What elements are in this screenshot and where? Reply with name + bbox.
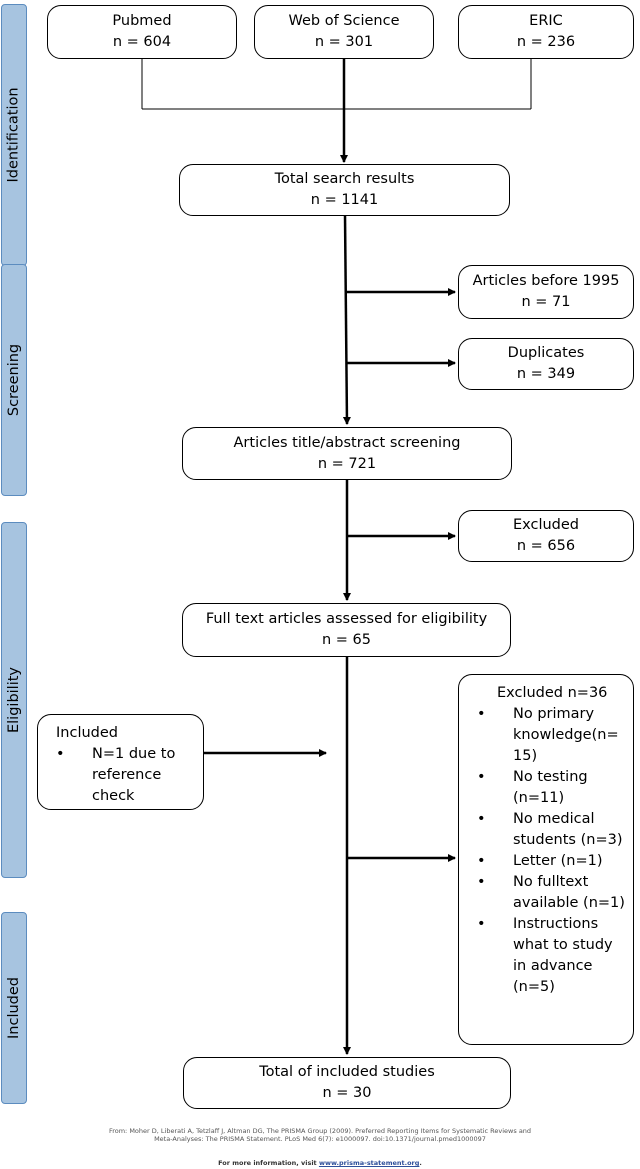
citation-footer: From: Moher D, Liberati A, Tetzlaff J, A…: [0, 1127, 640, 1143]
screening-box: Articles title/abstract screening n = 72…: [182, 427, 512, 480]
total-search-label: Total search results: [274, 171, 415, 187]
phase-included-label: Included: [6, 977, 22, 1039]
excluded-fulltext-box: Excluded n=36 No primary knowledge(n= 15…: [458, 674, 634, 1045]
phase-identification: Identification: [1, 4, 27, 266]
source-count: n = 604: [112, 34, 172, 50]
more-info-prefix: For more information, visit: [218, 1159, 317, 1167]
list-item: Letter (n=1): [477, 851, 625, 872]
duplicates-label: Duplicates: [507, 345, 585, 361]
phase-eligibility: Eligibility: [1, 522, 27, 878]
before-1995-count: n = 71: [521, 294, 571, 310]
source-eric-box: ERIC n = 236: [458, 5, 634, 59]
list-item: Instructions what to study in advance (n…: [477, 914, 625, 998]
excluded-screening-box: Excluded n = 656: [458, 510, 634, 562]
citation-text: From: Moher D, Liberati A, Tetzlaff J, A…: [108, 1127, 532, 1143]
fulltext-label: Full text articles assessed for eligibil…: [205, 611, 488, 627]
source-count: n = 301: [314, 34, 374, 50]
phase-screening: Screening: [1, 264, 27, 496]
screening-label: Articles title/abstract screening: [233, 434, 461, 451]
phase-screening-label: Screening: [6, 343, 22, 417]
excluded-fulltext-title: Excluded n=36: [497, 685, 608, 701]
excluded-screening-count: n = 656: [516, 538, 576, 554]
more-info-suffix: .: [419, 1159, 422, 1167]
source-pubmed-box: Pubmed n = 604: [47, 5, 237, 59]
source-wos-box: Web of Science n = 301: [254, 5, 434, 59]
more-info-footer: For more information, visit www.prisma-s…: [0, 1159, 640, 1167]
source-name: ERIC: [529, 13, 563, 29]
final-label: Total of included studies: [259, 1064, 435, 1080]
prisma-link[interactable]: www.prisma-statement.org: [318, 1159, 420, 1167]
total-search-box: Total search results n = 1141: [179, 164, 510, 216]
duplicates-count: n = 349: [516, 366, 576, 382]
list-item: No primary knowledge(n= 15): [477, 704, 625, 767]
duplicates-box: Duplicates n = 349: [458, 338, 634, 390]
phase-included: Included: [1, 912, 27, 1104]
source-count: n = 236: [516, 34, 576, 50]
included-extra-list: N=1 due to reference check: [56, 744, 193, 807]
source-name: Web of Science: [288, 13, 400, 29]
excluded-screening-label: Excluded: [512, 517, 579, 533]
list-item: No medical students (n=3): [477, 809, 625, 851]
source-name: Pubmed: [112, 13, 172, 29]
total-search-count: n = 1141: [310, 192, 379, 208]
fulltext-count: n = 65: [321, 632, 371, 648]
list-item: N=1 due to reference check: [56, 744, 193, 807]
phase-eligibility-label: Eligibility: [6, 666, 23, 734]
final-count: n = 30: [322, 1085, 372, 1101]
excluded-fulltext-list: No primary knowledge(n= 15) No testing (…: [477, 704, 625, 998]
final-included-box: Total of included studies n = 30: [183, 1057, 511, 1109]
fulltext-box: Full text articles assessed for eligibil…: [182, 603, 511, 657]
included-extra-box: Included N=1 due to reference check: [37, 714, 204, 810]
before-1995-label: Articles before 1995: [472, 273, 620, 289]
list-item: No fulltext available (n=1): [477, 872, 625, 914]
included-extra-title: Included: [56, 725, 118, 741]
list-item: No testing (n=11): [477, 767, 625, 809]
phase-identification-label: Identification: [6, 87, 23, 183]
before-1995-box: Articles before 1995 n = 71: [458, 265, 634, 319]
screening-count: n = 721: [317, 455, 377, 472]
